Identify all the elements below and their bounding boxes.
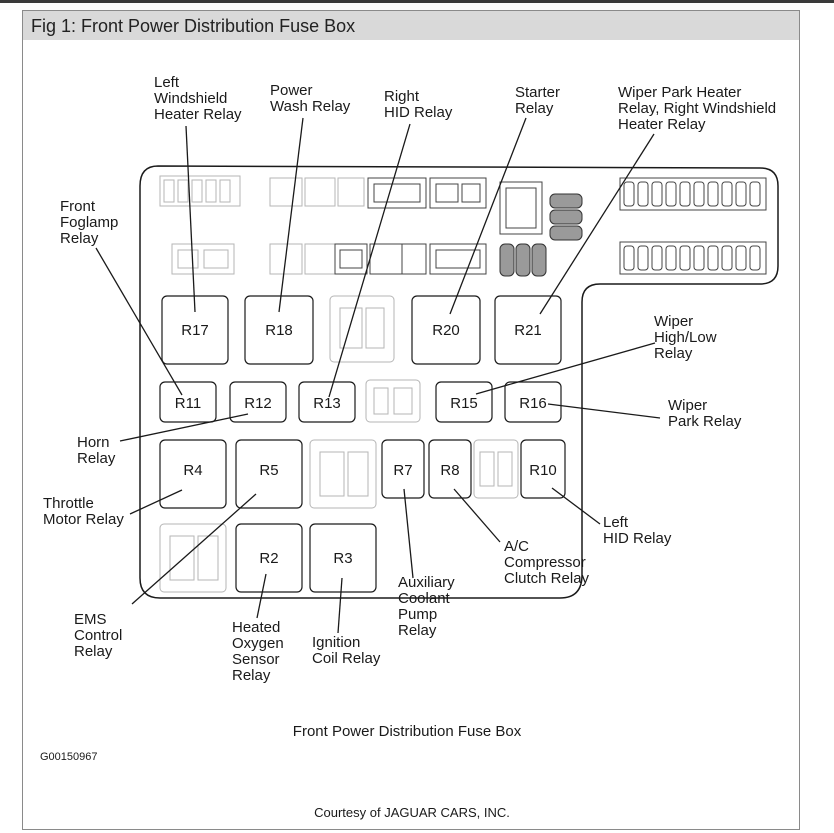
relay-r7: R7 — [381, 439, 425, 499]
top-rule — [0, 0, 834, 3]
relay-label: R15 — [450, 395, 478, 412]
leader-horn — [119, 413, 249, 442]
fuse-row-right-top — [619, 177, 767, 211]
relay-label: R18 — [265, 322, 293, 339]
label-starter: Starter Relay — [515, 84, 564, 117]
relay-label: R2 — [259, 550, 278, 567]
leader-wiper-high-low — [475, 342, 656, 395]
relay-label: R20 — [432, 322, 460, 339]
relay-label: R7 — [393, 462, 412, 479]
leader-front-foglamp — [95, 247, 183, 396]
courtesy-credit: Courtesy of JAGUAR CARS, INC. — [314, 805, 510, 820]
ghost-fuse-block-top-left — [159, 175, 241, 207]
figure-code: G00150967 — [40, 751, 98, 763]
fuse-row-top-middle — [367, 177, 487, 209]
fuse-area — [159, 175, 767, 593]
relay-r21: R21 — [494, 295, 562, 365]
leader-throttle-motor — [129, 489, 183, 515]
label-wiper-park: Wiper Park Relay — [668, 397, 742, 430]
relay-r16: R16 — [504, 381, 562, 423]
label-left-windshield-heater: Left Windshield Heater Relay — [154, 74, 242, 123]
fuse-box-outline — [139, 165, 779, 599]
starter-fuse-block — [499, 181, 583, 277]
ghost-relay-slots — [159, 295, 519, 593]
leader-power-wash — [278, 117, 304, 313]
label-horn: Horn Relay — [77, 434, 116, 467]
relay-label: R3 — [333, 550, 352, 567]
leader-left-hid — [551, 487, 601, 525]
leader-right-hid — [328, 123, 411, 398]
relay-r17: R17 — [161, 295, 229, 365]
relay-r8: R8 — [428, 439, 472, 499]
figure-frame: Fig 1: Front Power Distribution Fuse Box — [22, 10, 800, 830]
label-ac-compressor: A/C Compressor Clutch Relay — [504, 538, 590, 587]
relay-label: R12 — [244, 395, 272, 412]
relay-label: R8 — [440, 462, 459, 479]
label-ignition-coil: Ignition Coil Relay — [312, 634, 381, 667]
relay-label: R21 — [514, 322, 542, 339]
relay-r3: R3 — [309, 523, 377, 593]
relay-r4: R4 — [159, 439, 227, 509]
label-auxiliary-coolant: Auxiliary Coolant Pump Relay — [398, 574, 459, 639]
relay-label: R13 — [313, 395, 341, 412]
leader-ems-control — [131, 493, 257, 605]
leader-starter — [449, 117, 527, 315]
fuse-row-middle — [334, 243, 487, 275]
relay-r15: R15 — [435, 381, 493, 423]
relay-label: R5 — [259, 462, 278, 479]
label-right-hid: Right HID Relay — [384, 88, 453, 121]
label-front-foglamp: Front Foglamp Relay — [60, 198, 123, 247]
relay-label: R16 — [519, 395, 547, 412]
leader-left-windshield-heater — [185, 125, 196, 313]
label-left-hid: Left HID Relay — [603, 514, 672, 547]
relay-r2: R2 — [235, 523, 303, 593]
leader-auxiliary-coolant — [403, 488, 414, 579]
relay-label: R10 — [529, 462, 557, 479]
leader-ac-compressor — [453, 488, 501, 543]
label-throttle-motor: Throttle Motor Relay — [43, 495, 124, 528]
relay-label: R11 — [175, 395, 201, 412]
relay-r18: R18 — [244, 295, 314, 365]
figure-caption: Front Power Distribution Fuse Box — [293, 723, 522, 740]
leader-ignition-coil — [337, 577, 343, 634]
leader-wiper-park — [547, 403, 661, 419]
ghost-fuse-row-top — [269, 177, 365, 275]
ghost-fuse-block-left-middle — [171, 243, 235, 275]
relay-label: R4 — [183, 462, 202, 479]
leader-lines — [95, 117, 661, 634]
leader-wiper-park-heater — [539, 133, 655, 315]
leader-heated-oxygen — [256, 573, 267, 619]
label-ems-control: EMS Control Relay — [74, 611, 127, 660]
label-heated-oxygen: Heated Oxygen Sensor Relay — [232, 619, 288, 684]
label-wiper-high-low: Wiper High/Low Relay — [654, 313, 721, 362]
relay-r10: R10 — [520, 439, 566, 499]
relay-r13: R13 — [298, 381, 356, 423]
relay-r11: R11 — [159, 381, 217, 423]
label-power-wash: Power Wash Relay — [270, 82, 351, 115]
relay-r20: R20 — [411, 295, 481, 365]
fuse-row-right-bottom — [619, 241, 767, 275]
relay-r12: R12 — [229, 381, 287, 423]
label-wiper-park-heater: Wiper Park Heater Relay, Right Windshiel… — [618, 84, 780, 133]
figure-title: Fig 1: Front Power Distribution Fuse Box — [23, 11, 799, 40]
relay-label: R17 — [181, 322, 209, 339]
relay-r5: R5 — [235, 439, 303, 509]
